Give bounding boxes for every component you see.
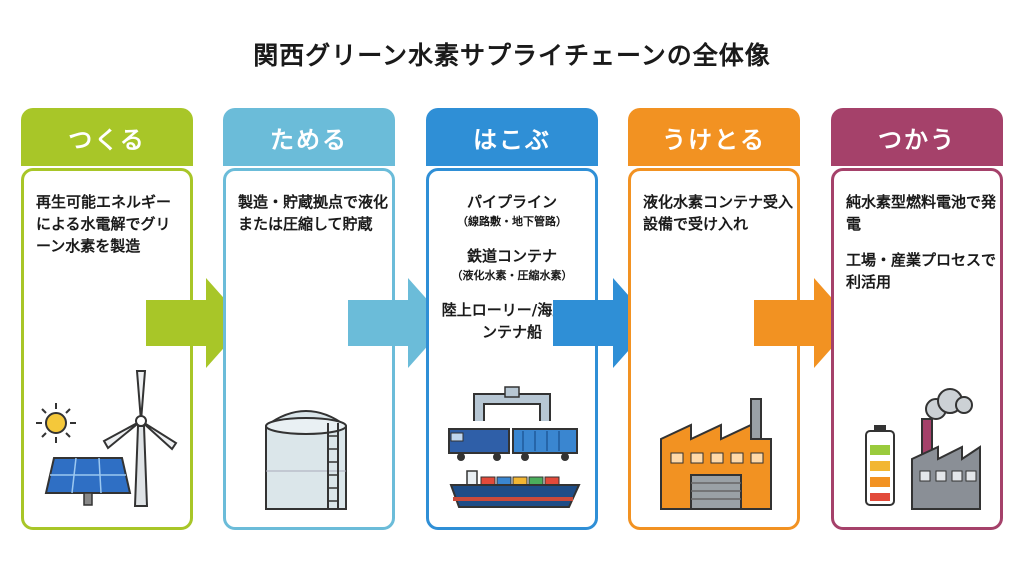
stage-transport-illustration — [448, 386, 581, 508]
stage-transport-box: パイプライン （線路敷・地下管路） 鉄道コンテナ （液化水素・圧縮水素） 陸上ロ… — [426, 168, 598, 530]
storage-tank-icon — [265, 410, 347, 510]
transport-item-rail-note: （液化水素・圧縮水素） — [451, 269, 573, 282]
page-title: 関西グリーン水素サプライチェーンの全体像 — [253, 41, 771, 70]
stage-store-text: 製造・貯蔵拠点で液化または圧縮して貯蔵 — [238, 193, 389, 233]
stage-store-description: 製造・貯蔵拠点で液化または圧縮して貯蔵 — [238, 191, 388, 235]
transport-item-pipeline: パイプライン — [466, 193, 557, 211]
wind-turbine-icon — [102, 370, 178, 507]
stage-make: 再生可能エネルギーによる水電解でグリーン水素を製造 — [21, 108, 193, 530]
arrow-1 — [146, 278, 246, 368]
stage-make-label: つくる — [21, 108, 193, 166]
factory-icon — [660, 398, 772, 510]
stage-use-text-2: 工場・産業プロセスで利活用 — [846, 251, 997, 291]
stage-make-illustration — [36, 370, 178, 507]
chimney-factory-icon — [911, 388, 981, 510]
sun-icon — [36, 403, 76, 443]
stage-receive-text: 液化水素コンテナ受入設備で受け入れ — [643, 193, 794, 233]
transport-item-rail: 鉄道コンテナ — [466, 247, 557, 265]
stage-use-box: 純水素型燃料電池で発電 工場・産業プロセスで利活用 — [831, 168, 1003, 530]
stage-receive: 液化水素コンテナ受入設備で受け入れ うけとる — [628, 108, 800, 530]
stage-receive-description: 液化水素コンテナ受入設備で受け入れ — [643, 191, 793, 235]
stage-store-label: ためる — [223, 108, 395, 166]
freight-train-icon — [448, 428, 578, 461]
arrow-2 — [348, 278, 448, 368]
stage-make-text: 再生可能エネルギーによる水電解でグリーン水素を製造 — [36, 193, 172, 255]
stage-use-description: 純水素型燃料電池で発電 工場・産業プロセスで利活用 — [846, 191, 996, 293]
stage-use-label: つかう — [831, 108, 1003, 166]
stage-make-box: 再生可能エネルギーによる水電解でグリーン水素を製造 — [21, 168, 193, 530]
solar-panel-icon — [44, 457, 132, 506]
stage-receive-label: うけとる — [628, 108, 800, 166]
stage-use-illustration — [865, 388, 981, 510]
stage-make-description: 再生可能エネルギーによる水電解でグリーン水素を製造 — [36, 191, 184, 257]
stage-store: 製造・貯蔵拠点で液化または圧縮して貯蔵 ためる — [223, 108, 395, 530]
stage-receive-box: 液化水素コンテナ受入設備で受け入れ — [628, 168, 800, 530]
stage-transport-label: はこぶ — [426, 108, 598, 166]
container-ship-icon — [449, 470, 581, 508]
transport-item-pipeline-note: （線路敷・地下管路） — [457, 215, 567, 228]
battery-icon — [865, 425, 895, 506]
stage-use: 純水素型燃料電池で発電 工場・産業プロセスで利活用 — [831, 108, 1003, 530]
pipeline-icon — [473, 386, 551, 421]
stage-transport-description: パイプライン （線路敷・地下管路） 鉄道コンテナ （液化水素・圧縮水素） 陸上ロ… — [435, 191, 589, 343]
stage-transport: パイプライン （線路敷・地下管路） 鉄道コンテナ （液化水素・圧縮水素） 陸上ロ… — [426, 108, 598, 530]
stage-use-text-1: 純水素型燃料電池で発電 — [846, 193, 997, 233]
transport-item-truck-ship: 陸上ローリー/海上コンテナ船 — [441, 301, 583, 341]
stage-store-box: 製造・貯蔵拠点で液化または圧縮して貯蔵 — [223, 168, 395, 530]
arrow-4 — [754, 278, 854, 368]
